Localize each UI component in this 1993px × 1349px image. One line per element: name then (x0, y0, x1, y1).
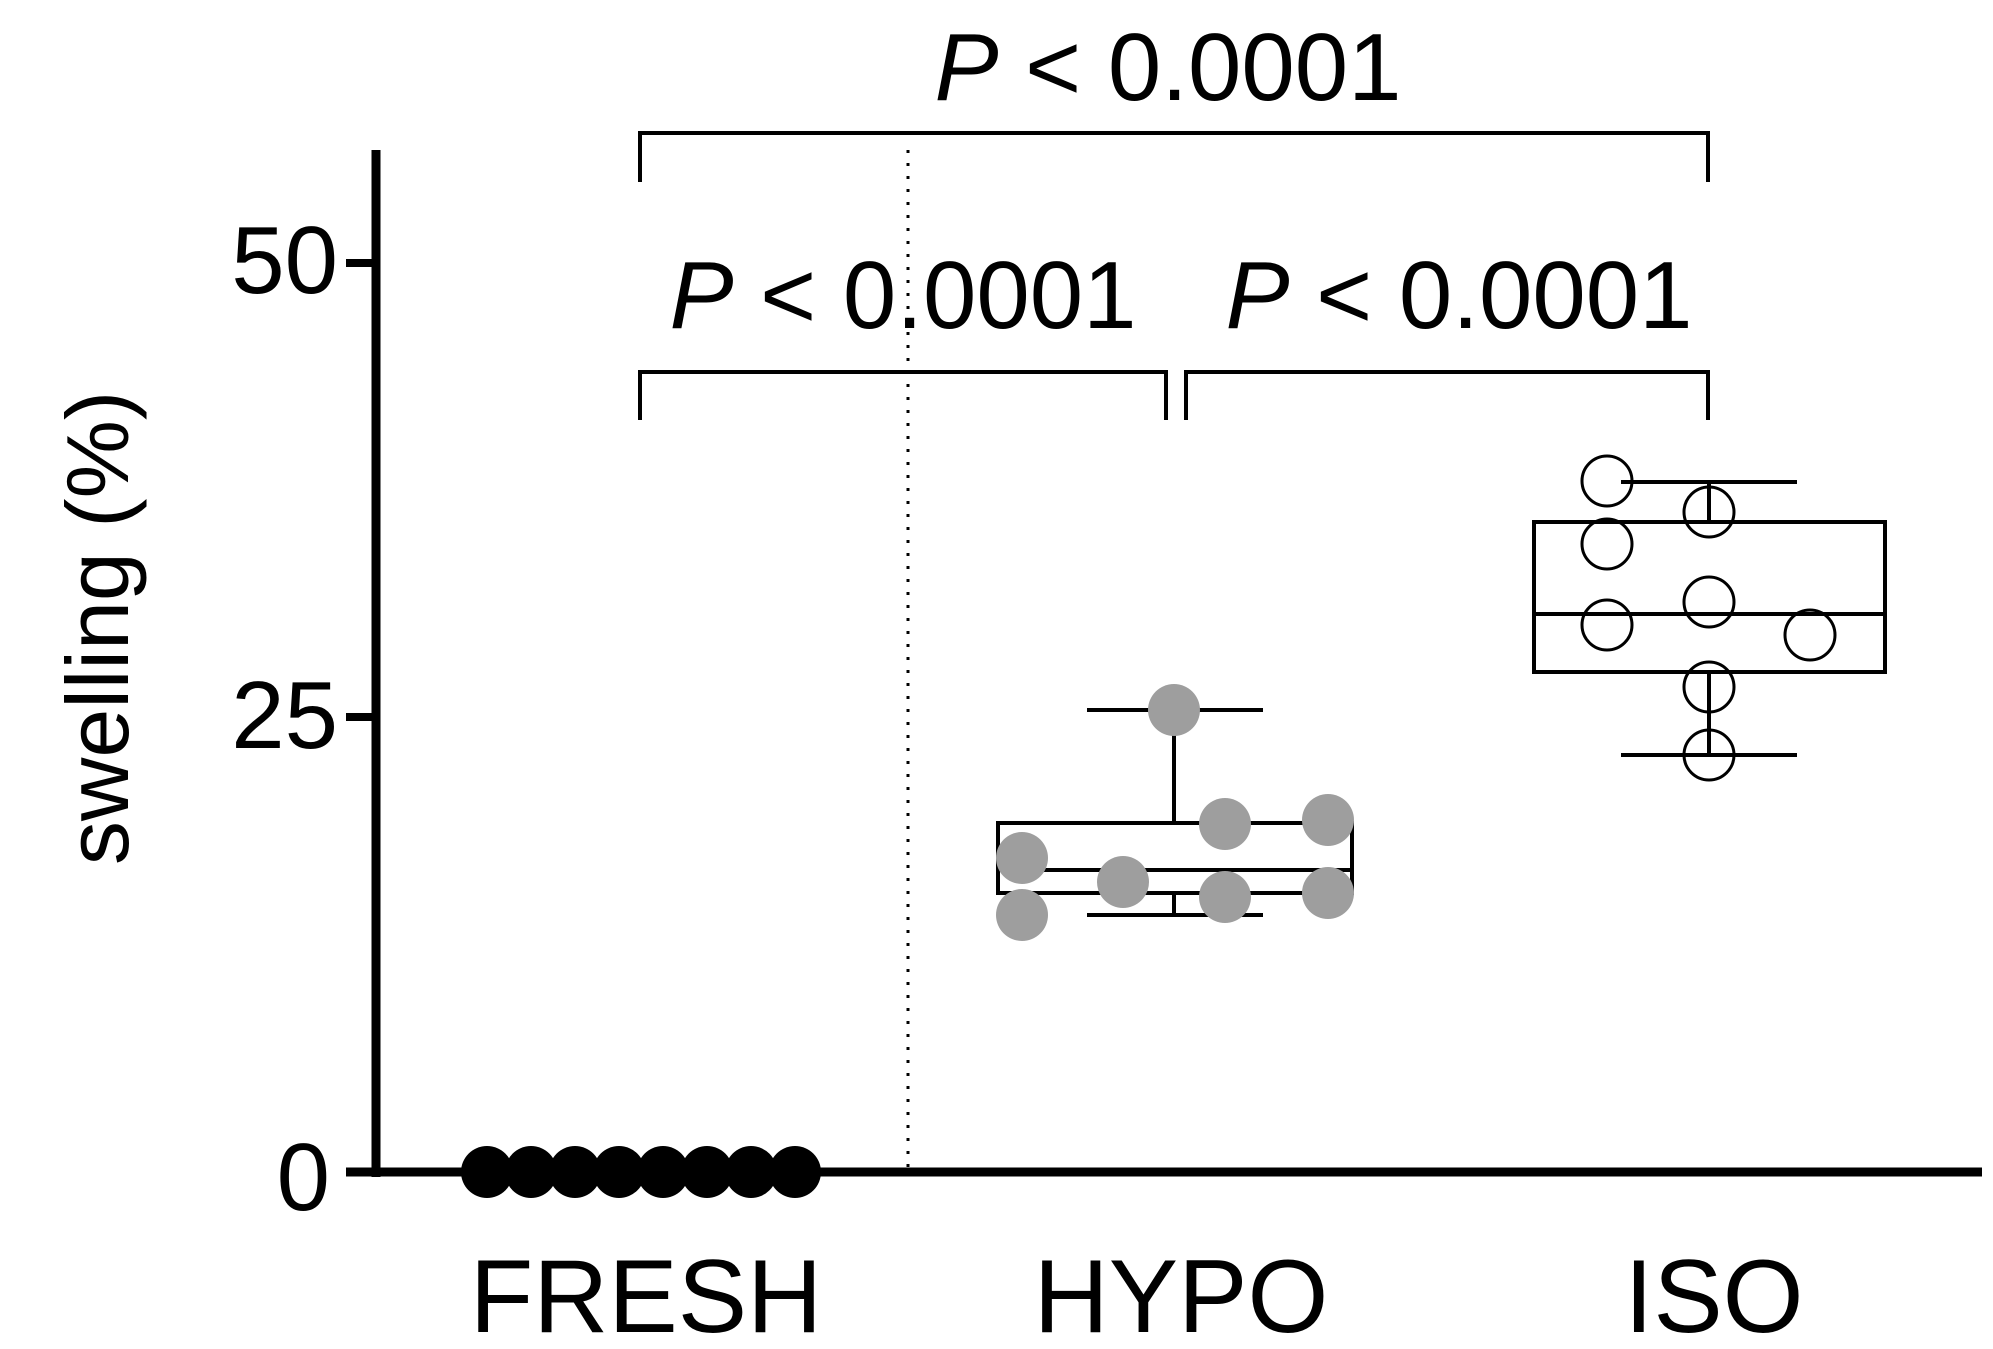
box-plot-hypo (996, 684, 1354, 941)
data-point (1783, 608, 1837, 662)
p-symbol: P (934, 14, 998, 121)
data-point (1682, 660, 1736, 714)
svg-text:P < 0.0001: P < 0.0001 (1225, 242, 1692, 349)
svg-text:P < 0.0001: P < 0.0001 (934, 14, 1401, 121)
x-tick-label-hypo: HYPO (1034, 1239, 1329, 1349)
svg-text:P < 0.0001: P < 0.0001 (669, 242, 1136, 349)
significance-bracket-fresh-iso: P < 0.0001 (638, 14, 1710, 182)
significance-bracket-hypo-iso: P < 0.0001 (1184, 242, 1710, 420)
data-point (996, 832, 1048, 884)
data-point (725, 1146, 777, 1198)
data-point (1199, 798, 1251, 850)
data-point (996, 889, 1048, 941)
p-symbol: P (1225, 242, 1289, 349)
p-value-text: < 0.0001 (1290, 242, 1693, 349)
data-point (1097, 856, 1149, 908)
y-tick-label-50: 50 (231, 207, 338, 314)
data-point (1580, 454, 1634, 508)
data-point (461, 1146, 513, 1198)
data-point (1682, 728, 1736, 782)
x-tick-label-iso: ISO (1624, 1239, 1803, 1349)
p-value-text: < 0.0001 (734, 242, 1137, 349)
data-point (593, 1146, 645, 1198)
data-point (505, 1146, 557, 1198)
p-symbol: P (669, 242, 733, 349)
data-point (1580, 517, 1634, 571)
data-point (1302, 794, 1354, 846)
x-tick-label-fresh: FRESH (470, 1239, 822, 1349)
iso-data-points (1580, 454, 1837, 782)
y-axis-label: swelling (%) (48, 391, 147, 865)
significance-bracket-fresh-hypo: P < 0.0001 (638, 242, 1168, 420)
y-tick-label-0: 0 (277, 1124, 330, 1231)
data-point (1148, 684, 1200, 736)
y-tick-label-25: 25 (231, 662, 338, 769)
data-point (769, 1146, 821, 1198)
data-point (1580, 598, 1634, 652)
data-point (1682, 575, 1736, 629)
p-value-text: < 0.0001 (999, 14, 1402, 121)
data-point (549, 1146, 601, 1198)
fresh-data-points (461, 1146, 821, 1198)
data-point (681, 1146, 733, 1198)
data-point (1302, 867, 1354, 919)
data-point (637, 1146, 689, 1198)
data-point (1199, 871, 1251, 923)
data-point (1682, 485, 1736, 539)
box-plot-iso (1532, 454, 1887, 782)
hypo-data-points (996, 684, 1354, 941)
